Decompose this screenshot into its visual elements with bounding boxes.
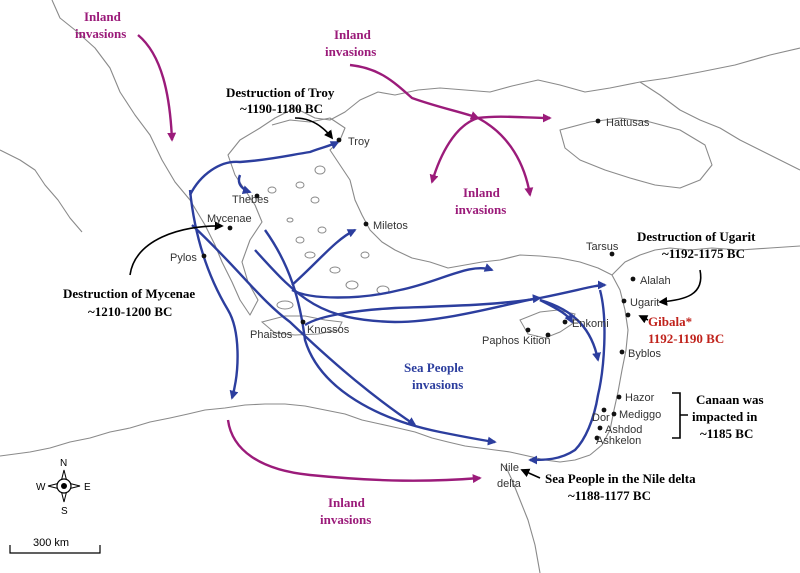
troy-title: Destruction of Troy [226,85,335,100]
sea-arrow-7 [304,280,607,327]
inland-arrow-east-1 [477,113,552,123]
annotation-arrows [129,117,702,479]
scale-bar: 300 km [9,537,101,554]
city-pylos: Pylos [170,252,197,264]
compass-rose: N S E W [36,458,91,517]
city-troy: Troy [348,136,370,148]
inland-arrow-south [226,419,482,484]
ugarit-date: ~1192-1175 BC [662,246,745,261]
scale-label: 300 km [33,537,69,549]
mycenae-date: ~1210-1200 BC [88,304,172,319]
inland-label-n-1: Inland [334,27,372,42]
sea-people-label-2: invasions [412,377,463,392]
inland-invasion-arrows [137,34,552,484]
inland-label-e-2: invasions [455,202,506,217]
inland-arrow-east-2 [429,116,479,184]
nile-title: Sea People in the Nile delta [545,471,696,486]
sea-arrow-5 [291,263,494,299]
city-labels: Troy Hattusas Thebes Mycenae Pylos Milet… [170,117,671,490]
canaan-bracket [672,392,688,439]
gibala-date: 1192-1190 BC [648,331,724,346]
sea-arrow-9 [539,298,601,362]
troy-pointer [294,117,334,140]
ugarit-pointer [658,269,702,306]
islands [260,165,576,339]
city-nile: Nile [500,462,519,474]
inland-label-nw-1: Inland [84,9,122,24]
inland-label-e-1: Inland [463,185,501,200]
gibala-title: Gibala* [648,314,692,329]
sea-arrow-10 [528,289,606,465]
mycenae-title: Destruction of Mycenae [63,286,195,301]
city-phaistos: Phaistos [250,329,293,341]
city-kition: Kition [523,335,551,347]
sea-arrow-6 [264,229,497,446]
compass-s: S [61,506,68,517]
compass-n: N [60,458,67,469]
city-ashdod: Ashdod [605,424,642,436]
mycenae-pointer [129,221,224,276]
canaan-line-3: ~1185 BC [700,426,753,441]
inland-arrow-north [349,63,480,120]
sea-arrow-11 [188,140,340,196]
ugarit-title: Destruction of Ugarit [637,229,756,244]
city-paphos: Paphos [482,335,520,347]
city-thebes: Thebes [232,194,269,206]
city-enkomi: Enkomi [572,318,609,330]
nile-pointer [520,468,541,479]
sea-arrow-3 [254,249,542,324]
inland-arrow-west [137,34,177,142]
inland-label-n-2: invasions [325,44,376,59]
destruction-annotations: Destruction of Troy ~1190-1180 BC Destru… [63,85,764,503]
inland-arrow-east-3 [477,116,534,197]
sea-arrow-12 [237,174,252,194]
city-tarsus: Tarsus [586,241,619,253]
sea-people-label-1: Sea People [404,360,464,375]
city-ashkelon: Ashkelon [596,435,641,447]
city-mycenae: Mycenae [207,213,252,225]
city-hazor: Hazor [625,392,655,404]
canaan-line-1: Canaan was [696,392,764,407]
gibala-pointer [638,315,649,324]
city-hattusas: Hattusas [606,117,650,129]
sea-people-label: Sea People invasions [404,360,464,392]
nile-date: ~1188-1177 BC [568,488,651,503]
inland-labels: Inland invasions Inland invasions Inland… [75,9,506,527]
inland-label-nw-2: invasions [75,26,126,41]
sea-arrow-4 [291,228,357,286]
city-miletos: Miletos [373,220,408,232]
sea-people-arrows [188,140,607,465]
city-alalah: Alalah [640,275,671,287]
city-dor: Dor [592,412,610,424]
sea-arrow-2 [191,224,417,426]
inland-label-s-2: invasions [320,512,371,527]
canaan-line-2: impacted in [692,409,758,424]
compass-e: E [84,482,91,493]
compass-w: W [36,482,46,493]
city-dots [201,118,636,441]
city-mediggo: Mediggo [619,409,661,421]
city-delta: delta [497,478,522,490]
city-ugarit: Ugarit [630,297,659,309]
troy-date: ~1190-1180 BC [240,101,323,116]
inland-label-s-1: Inland [328,495,366,510]
city-byblos: Byblos [628,348,662,360]
city-knossos: Knossos [307,324,350,336]
